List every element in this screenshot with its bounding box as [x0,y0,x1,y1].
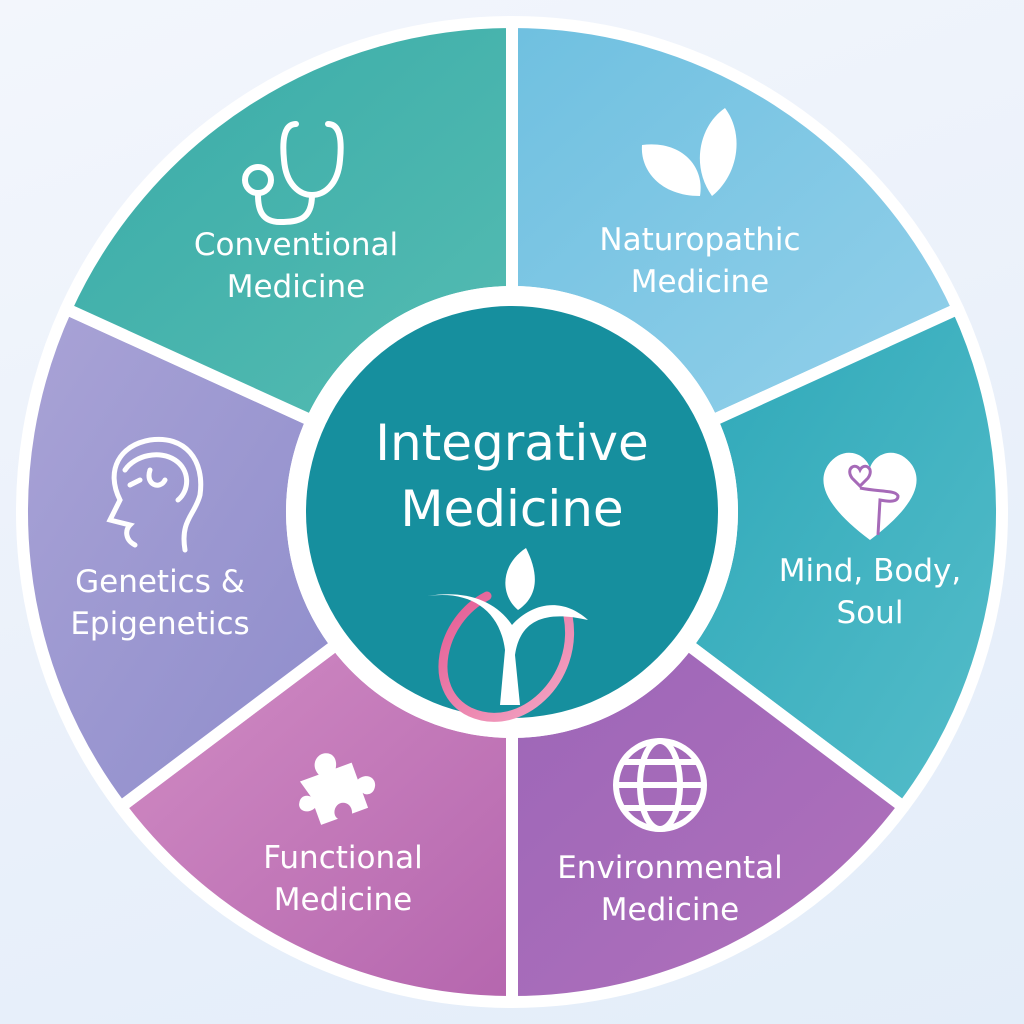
leaves-icon [641,108,737,196]
label-conventional-medicine: Conventional Medicine [194,224,398,308]
label-line2: Epigenetics [70,606,250,642]
brain-head-icon [106,436,204,553]
center-circle [306,306,718,718]
puzzle-piece-icon [299,753,376,825]
label-line2: Medicine [630,264,770,300]
globe-icon [613,738,707,832]
label-line1: Conventional [193,227,399,263]
label-line1: Mind, Body, [778,553,962,589]
label-line2: Medicine [273,882,413,918]
tree-of-life-logo-icon [428,548,588,722]
label-environmental-medicine: Environmental Medicine [557,847,783,931]
label-mind-body-soul: Mind, Body, Soul [779,550,962,634]
stethoscope-icon [242,121,344,226]
label-genetics-epigenetics: Genetics & Epigenetics [70,561,249,645]
label-line1: Naturopathic [599,222,801,258]
center-title-line1: Integrative [375,414,649,472]
label-naturopathic-medicine: Naturopathic Medicine [599,219,800,303]
heart-icon [823,452,917,540]
label-line2: Soul [836,595,904,631]
label-line2: Medicine [226,269,366,305]
label-functional-medicine: Functional Medicine [263,837,422,921]
label-line1: Environmental [557,850,783,886]
center-title: Integrative Medicine [375,410,649,542]
label-line1: Genetics & [75,564,245,600]
label-line1: Functional [263,840,423,876]
label-line2: Medicine [600,892,740,928]
center-title-line2: Medicine [400,480,624,538]
